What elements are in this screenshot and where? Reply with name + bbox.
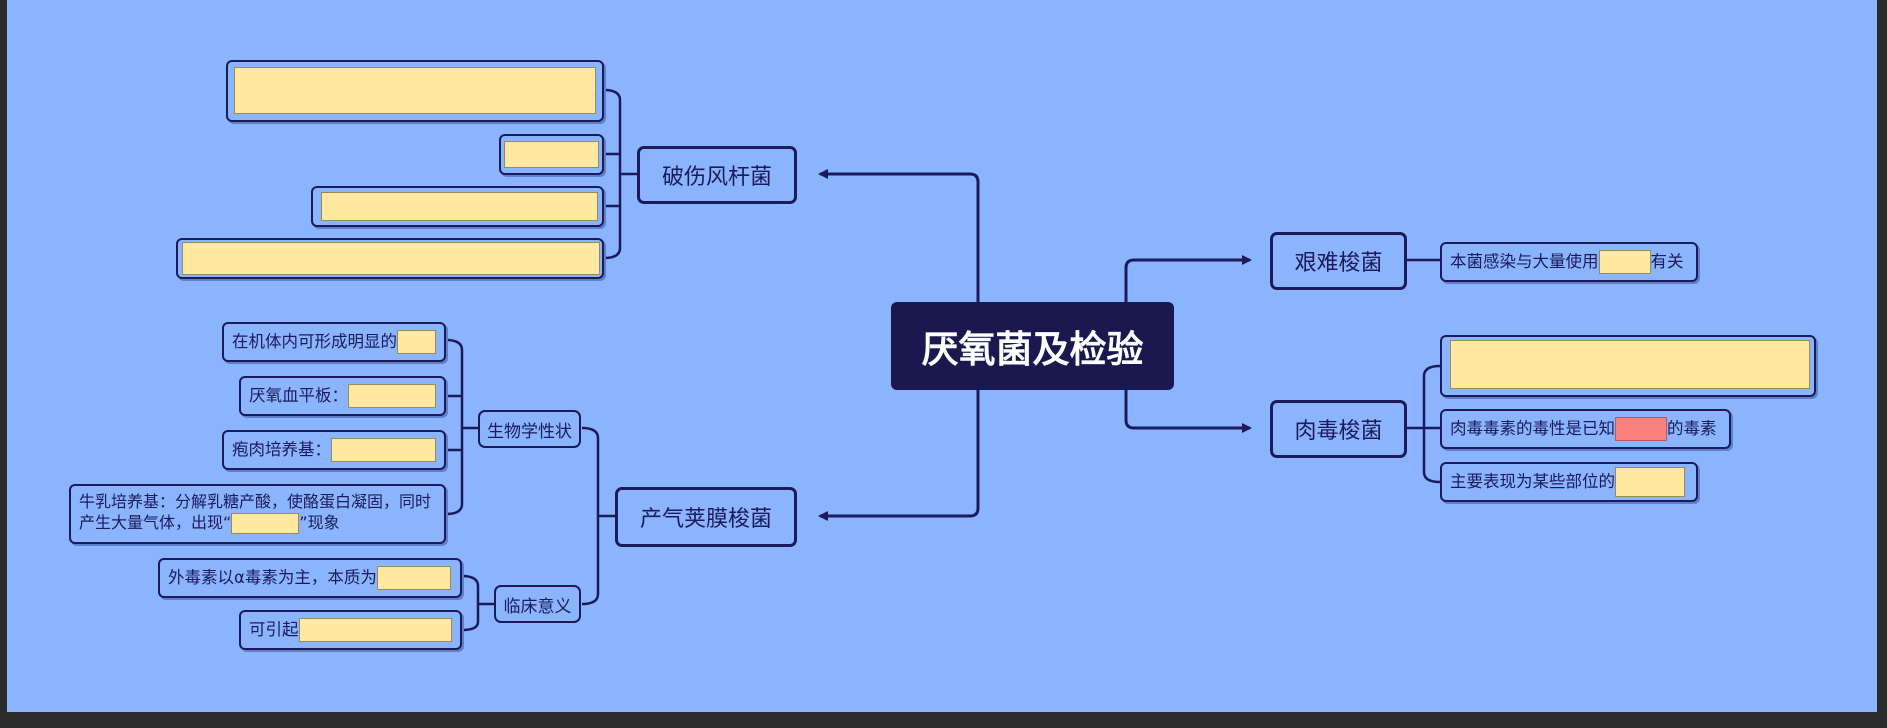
answer-blank[interactable] (182, 242, 600, 275)
difficile-leaf-1[interactable]: 本菌感染与大量使用 有关 (1440, 242, 1698, 282)
answer-blank[interactable] (1598, 250, 1651, 274)
bio-leaf-3[interactable]: 疱肉培养基： (222, 430, 446, 470)
answer-blank[interactable] (321, 192, 598, 221)
branch-botulinum-label: 肉毒梭菌 (1294, 419, 1383, 444)
botulinum-leaf-2-before: 肉毒毒素的毒性是已知 (1450, 419, 1615, 438)
botulinum-leaf-2-after: 的毒素 (1667, 419, 1717, 438)
difficile-leaf-1-after: 有关 (1650, 252, 1684, 271)
branch-tetanus-label: 破伤风杆菌 (661, 165, 772, 190)
botulinum-leaf-1[interactable] (1440, 335, 1816, 397)
clinical-leaf-1[interactable]: 外毒素以α毒素为主，本质为 (158, 558, 462, 598)
branch-perfringens-label: 产气荚膜梭菌 (639, 507, 772, 532)
branch-botulinum[interactable]: 肉毒梭菌 (1270, 400, 1407, 458)
bio-leaf-2[interactable]: 厌氧血平板： (239, 376, 446, 416)
answer-blank[interactable] (1450, 340, 1810, 389)
bio-leaf-4-text-before: 牛乳培养基：分解乳糖产酸，使酪蛋白凝固，同时产生大量气体，出现“ (79, 492, 432, 532)
subbranch-clinical[interactable]: 临床意义 (494, 585, 581, 623)
answer-blank[interactable] (348, 384, 436, 408)
answer-blank[interactable] (331, 438, 436, 462)
botulinum-leaf-3-text: 主要表现为某些部位的 (1450, 472, 1615, 491)
clinical-leaf-1-text: 外毒素以α毒素为主，本质为 (168, 568, 377, 587)
root-title: 厌氧菌及检验 (921, 328, 1144, 371)
botulinum-leaf-2[interactable]: 肉毒毒素的毒性是已知 的毒素 (1440, 409, 1731, 449)
answer-blank[interactable] (376, 566, 451, 590)
subbranch-clinical-label: 临床意义 (503, 596, 572, 617)
botulinum-leaf-3[interactable]: 主要表现为某些部位的 (1440, 462, 1698, 502)
bio-leaf-4-text-after: ”现象 (299, 513, 340, 532)
tetanus-leaf-2[interactable] (499, 134, 604, 175)
bio-leaf-4-content: 牛乳培养基：分解乳糖产酸，使酪蛋白凝固，同时产生大量气体，出现“”现象 (79, 491, 436, 534)
branch-tetanus[interactable]: 破伤风杆菌 (637, 146, 797, 204)
tetanus-leaf-4[interactable] (176, 238, 604, 279)
tetanus-leaf-1[interactable] (226, 60, 604, 122)
answer-blank[interactable] (231, 513, 300, 534)
difficile-leaf-1-before: 本菌感染与大量使用 (1450, 252, 1599, 271)
answer-blank[interactable] (397, 330, 436, 354)
subbranch-bio[interactable]: 生物学性状 (478, 410, 581, 448)
root-node[interactable]: 厌氧菌及检验 (891, 302, 1174, 390)
bio-leaf-1-text: 在机体内可形成明显的 (232, 332, 397, 351)
subbranch-bio-label: 生物学性状 (487, 421, 572, 442)
branch-difficile[interactable]: 艰难梭菌 (1270, 232, 1407, 290)
answer-blank[interactable] (298, 618, 452, 642)
answer-blank[interactable] (1615, 467, 1685, 497)
answer-blank[interactable] (504, 141, 599, 168)
bio-leaf-2-text: 厌氧血平板： (249, 386, 348, 405)
tetanus-leaf-3[interactable] (311, 186, 604, 227)
branch-difficile-label: 艰难梭菌 (1294, 251, 1383, 276)
branch-perfringens[interactable]: 产气荚膜梭菌 (615, 487, 797, 547)
answer-blank-highlighted[interactable] (1615, 417, 1667, 441)
clinical-leaf-2[interactable]: 可引起 (239, 610, 462, 650)
bio-leaf-3-text: 疱肉培养基： (232, 440, 331, 459)
bio-leaf-1[interactable]: 在机体内可形成明显的 (222, 322, 446, 362)
bio-leaf-4[interactable]: 牛乳培养基：分解乳糖产酸，使酪蛋白凝固，同时产生大量气体，出现“”现象 (69, 484, 446, 544)
answer-blank[interactable] (234, 67, 596, 114)
clinical-leaf-2-text: 可引起 (249, 620, 299, 639)
